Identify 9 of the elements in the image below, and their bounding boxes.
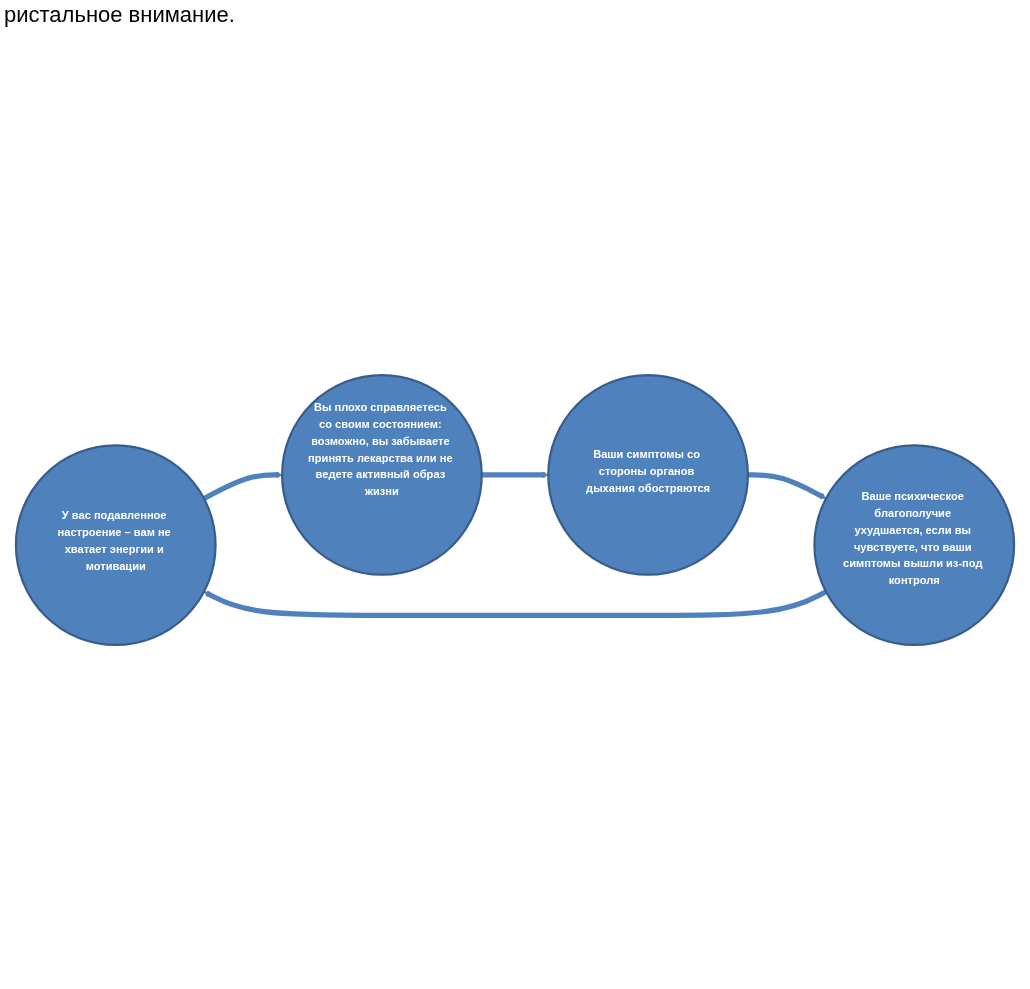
node-circle: Вы плохо справляетесь со своим состоянием: возможно, вы забываете принять лекарства или не ведете активный образ жизни [280, 373, 483, 576]
node-circle: Ваши симптомы со стороны органов дыхания обостряются [547, 373, 749, 576]
arrow [202, 471, 283, 501]
node-circle: У вас подавленное настроение – вам не хватает энергии и мотивации [14, 444, 217, 647]
arrow [203, 589, 828, 618]
node-circle: Ваше психическое благополучие ухудшается, если вы чувствуете, что ваши симптомы вышли из-под контроля [813, 444, 1016, 647]
note-text: ристальное внимание. [3, 1, 236, 29]
arrow [481, 471, 549, 479]
arrow [747, 472, 827, 500]
